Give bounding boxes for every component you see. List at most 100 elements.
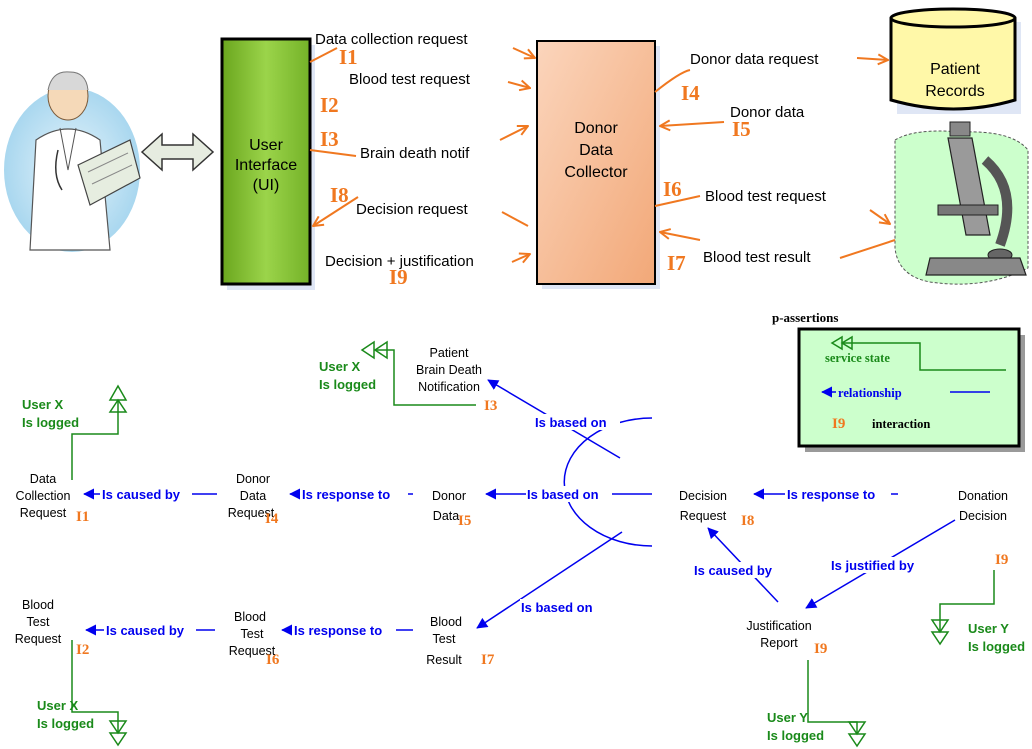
node-text: Collection [16, 489, 71, 503]
ui-box-line-1: User [249, 137, 283, 154]
node-text: Decision [679, 489, 727, 503]
state-user-x-2-line1: User X [319, 359, 361, 374]
arrow-i2 [507, 82, 530, 88]
node-text: Test [241, 627, 264, 641]
arrow-i8-start [501, 211, 529, 227]
ui-box-line-3: (UI) [253, 177, 280, 194]
service-state-lines [71, 340, 995, 748]
node-id: I9 [995, 552, 1008, 568]
id-i8-top: I8 [330, 183, 349, 207]
rel-label-caused-by-1: Is caused by [102, 487, 181, 502]
legend-box: service state relationship I9 interactio… [797, 327, 1025, 452]
state-line-i1 [71, 400, 119, 480]
node-text: Request [20, 506, 67, 520]
node-id: I7 [481, 652, 495, 668]
node-blood-test-request-left: Blood Test Request I2 [15, 598, 90, 658]
rel-label-justified-by: Is justified by [831, 558, 915, 573]
label-decision-request: Decision request [356, 201, 469, 218]
id-i5-top: I5 [732, 117, 751, 141]
collector-line-2: Data [579, 142, 613, 159]
state-arrow-i2 [108, 720, 128, 747]
state-line-i2 [71, 640, 119, 733]
state-line-i3a [393, 372, 476, 406]
node-text: Notification [418, 380, 480, 394]
legend-title: p-assertions [772, 310, 838, 325]
id-i6-top: I6 [663, 177, 682, 201]
legend-relationship: relationship [838, 386, 902, 400]
node-id: I6 [266, 652, 280, 668]
rel-based-on-3 [476, 531, 623, 629]
state-arrow-i9-decision [930, 619, 950, 646]
arrow-i3 [499, 126, 528, 141]
node-text: Decision [959, 509, 1007, 523]
rel-label-based-on-3: Is based on [521, 600, 593, 615]
state-user-x-2-line2: Is logged [319, 377, 376, 392]
label-decision-justification: Decision + justification [325, 253, 474, 270]
rel-label-response-to-1: Is response to [302, 487, 390, 502]
interaction-arrows [309, 47, 896, 262]
node-id: I8 [741, 513, 754, 529]
id-i4-top: I4 [681, 81, 700, 105]
node-data-collection-request: Data Collection Request I1 [16, 472, 90, 525]
node-decision-request: Decision Request I8 [679, 489, 754, 529]
state-arrow-i9-report [847, 721, 867, 748]
arrow-i6 [869, 209, 890, 224]
node-text: Data [433, 509, 459, 523]
node-text: Donor [432, 489, 466, 503]
state-user-y-1-line2: Is logged [767, 728, 824, 743]
node-patient-brain-death: Patient Brain Death Notification I3 [416, 346, 497, 414]
node-id: I2 [76, 642, 89, 658]
node-blood-test-request-mid: Blood Test Request I6 [229, 610, 280, 668]
id-i3-top: I3 [320, 127, 339, 151]
label-blood-test-request: Blood test request [705, 188, 827, 205]
legend-service-state: service state [825, 351, 890, 365]
node-id: I3 [484, 398, 497, 414]
node-text: Data [30, 472, 56, 486]
arrow-i4 [856, 58, 888, 60]
node-blood-test-result: Blood Test Result I7 [426, 615, 495, 668]
node-text: Test [27, 615, 50, 629]
id-i2-top: I2 [320, 93, 339, 117]
node-text: Request [228, 506, 275, 520]
ui-box: User Interface (UI) [220, 37, 315, 290]
rel-label-response-to-3: Is response to [787, 487, 875, 502]
arrow-i1 [512, 47, 535, 58]
state-user-y-2-line1: User Y [968, 621, 1009, 636]
node-text: Request [15, 632, 62, 646]
node-donation-decision: Donation Decision I9 [958, 489, 1008, 568]
double-arrow-icon [140, 132, 215, 172]
legend-interaction: interaction [872, 417, 930, 431]
rel-label-response-to-2: Is response to [294, 623, 382, 638]
state-user-x-1-line2: Is logged [22, 415, 79, 430]
arrow-i5 [660, 122, 725, 126]
label-donor-data-request: Donor data request [690, 51, 819, 68]
rel-label-based-on-1: Is based on [535, 415, 607, 430]
collector-line-1: Donor [574, 120, 618, 137]
collector-box: Donor Data Collector [536, 40, 660, 289]
node-text: Request [680, 509, 727, 523]
node-id: I1 [76, 509, 89, 525]
node-text: Brain Death [416, 363, 482, 377]
node-id: I5 [458, 513, 471, 529]
records-line-1: Patient [930, 61, 980, 78]
label-brain-death-notif: Brain death notif [360, 145, 470, 162]
doctor-icon [4, 71, 141, 252]
node-id: I4 [265, 511, 279, 527]
based-on-brace [563, 417, 653, 547]
node-donor-data-request: Donor Data Request I4 [228, 472, 279, 527]
state-arrow-i3 [360, 340, 388, 360]
rel-label-caused-by-2: Is caused by [694, 563, 773, 578]
node-text: Test [433, 632, 456, 646]
id-i9-top: I9 [389, 265, 408, 289]
arrow-i3-start [309, 149, 357, 157]
state-user-x-3-line2: Is logged [37, 716, 94, 731]
node-text: Patient [430, 346, 469, 360]
node-text: Blood [234, 610, 266, 624]
arrow-i9 [511, 254, 530, 262]
state-user-x-3-line1: User X [37, 698, 79, 713]
node-text: Request [229, 644, 276, 658]
state-user-y-2-line2: Is logged [968, 639, 1025, 654]
records-line-2: Records [925, 83, 985, 100]
node-text: Blood [22, 598, 54, 612]
